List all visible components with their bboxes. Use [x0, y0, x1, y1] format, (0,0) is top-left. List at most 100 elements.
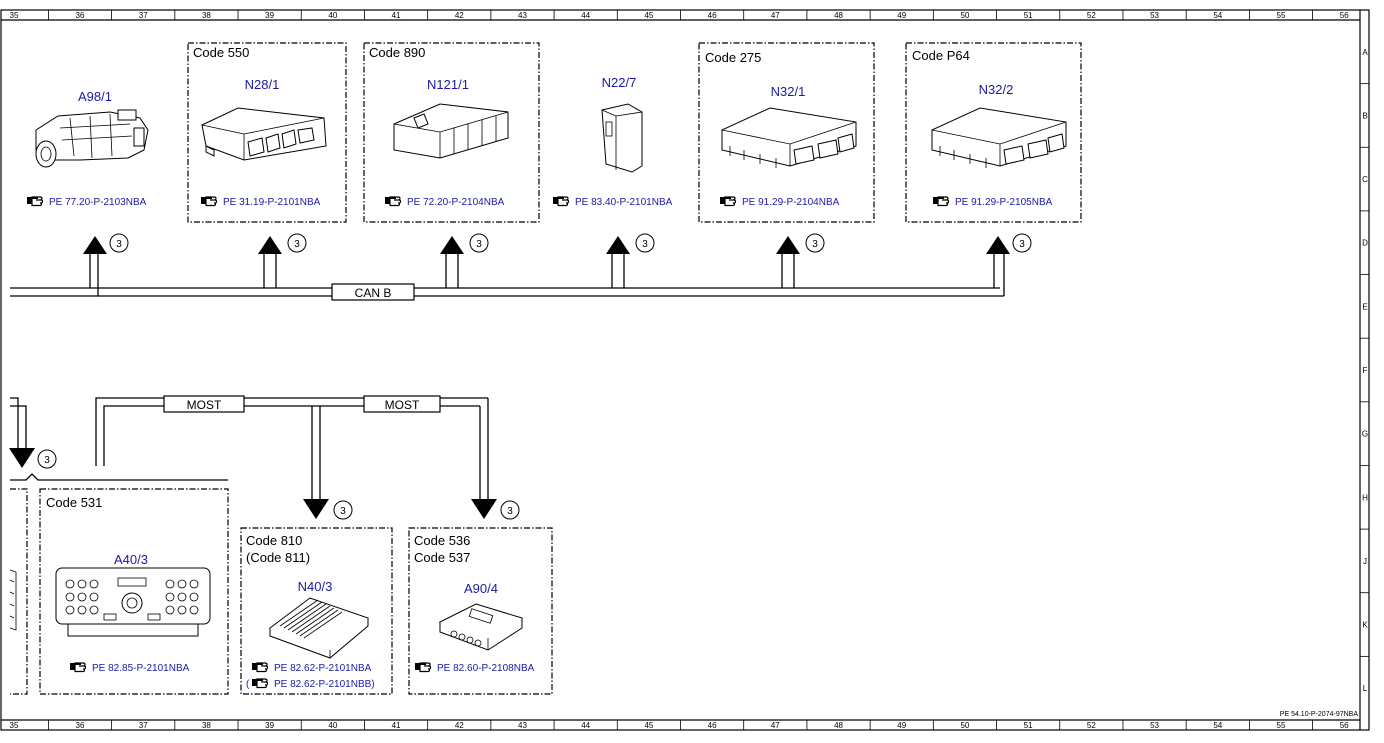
component-id: N121/1: [427, 77, 469, 92]
grid-row-label: F: [1363, 366, 1368, 375]
most-label-box-left: [163, 395, 245, 413]
grid-column-label: 38: [202, 11, 211, 20]
grid-row-label: G: [1362, 430, 1368, 439]
grid-column-label: 35: [10, 721, 19, 730]
grid-column-label: 49: [897, 721, 906, 730]
most-bus: MOST MOST: [9, 395, 497, 519]
connection-number: 3: [507, 506, 513, 517]
connection-number: 3: [44, 455, 50, 466]
grid-column-label: 46: [708, 11, 717, 20]
reference-text: PE 82.62-P-2101NBA: [274, 663, 372, 674]
connection-number: 3: [340, 506, 346, 517]
grid-column-label: 47: [771, 11, 780, 20]
grid-column-label: 50: [960, 721, 969, 730]
grid-column-label: 39: [265, 721, 274, 730]
grid-column-label: 49: [897, 11, 906, 20]
arrow-up-icon: [776, 236, 800, 254]
grid-column-label: 52: [1087, 721, 1096, 730]
grid-column-label: 51: [1024, 721, 1033, 730]
grid-column-label: 45: [644, 11, 653, 20]
grid-column-label: 56: [1340, 721, 1349, 730]
grid-row-label: D: [1362, 239, 1368, 248]
grid-row-label: L: [1363, 684, 1368, 693]
grid-row-label: H: [1362, 493, 1368, 502]
drawing-frame: [0, 9, 1370, 731]
grid-column-label: 53: [1150, 11, 1159, 20]
grid-column-label: 39: [265, 11, 274, 20]
grid-column-label: 40: [328, 11, 337, 20]
code-label: Code 536: [414, 533, 470, 548]
component-id: N28/1: [245, 77, 280, 92]
arrow-down-icon: [9, 448, 35, 468]
connection-number: 3: [116, 239, 122, 250]
can-b-label: CAN B: [355, 286, 392, 300]
code-label: Code 810: [246, 533, 302, 548]
code-label: Code 275: [705, 50, 761, 65]
reference-n22-7: PE 83.40-P-2101NBA: [552, 196, 673, 208]
grid-column-label: 52: [1087, 11, 1096, 20]
document-id: PE 54.10-P-2074-97NBA: [1280, 711, 1359, 718]
grid-column-label: 36: [76, 721, 85, 730]
grid-row-label: K: [1362, 621, 1368, 630]
grid-column-label: 44: [581, 721, 590, 730]
box-partial-left: [10, 488, 28, 695]
device-n40-3: [268, 597, 369, 659]
component-id: N22/7: [602, 75, 637, 90]
reference-n32-1: PE 91.29-P-2104NBA: [719, 196, 840, 208]
device-n32-2: [931, 107, 1067, 168]
arrow-up-icon: [986, 236, 1010, 254]
reference-text: PE 91.29-P-2105NBA: [955, 197, 1053, 208]
component-id: N32/2: [979, 82, 1014, 97]
reference-a90-4: PE 82.60-P-2108NBA: [414, 662, 535, 674]
grid-row-label: B: [1362, 111, 1367, 120]
reference-n28-1: PE 31.19-P-2101NBA: [200, 196, 321, 208]
device-a98-1: [35, 109, 149, 168]
device-partial-left: [9, 569, 17, 631]
component-id: A98/1: [78, 89, 112, 104]
arrow-up-icon: [440, 236, 464, 254]
reference-text: PE 83.40-P-2101NBA: [575, 197, 673, 208]
connection-number: 3: [812, 239, 818, 250]
grid-column-label: 36: [76, 11, 85, 20]
reference-a40-3: PE 82.85-P-2101NBA: [69, 662, 190, 674]
grid-column-label: 56: [1340, 11, 1349, 20]
grid-column-label: 37: [139, 11, 148, 20]
grid-column-label: 55: [1277, 721, 1286, 730]
connection-number: 3: [476, 239, 482, 250]
grid-column-label: 35: [10, 11, 19, 20]
reference-text: PE 31.19-P-2101NBA: [223, 197, 321, 208]
grid-column-label: 47: [771, 721, 780, 730]
reference-a98-1: PE 77.20-P-2103NBA: [26, 196, 147, 208]
reference-text: PE 82.85-P-2101NBA: [92, 663, 190, 674]
grid-column-label: 48: [834, 721, 843, 730]
pointing-hand-icon: [26, 196, 44, 207]
reference-text: PE 72.20-P-2104NBA: [407, 197, 505, 208]
arrow-down-icon: [303, 499, 329, 519]
grid-column-label: 43: [518, 721, 527, 730]
connection-number: 3: [642, 239, 648, 250]
connection-markers: 3 3 3 3 3 3 3 3 3: [37, 233, 1032, 520]
grid-column-label: 43: [518, 11, 527, 20]
reference-n121-1: PE 72.20-P-2104NBA: [384, 196, 505, 208]
arrow-down-icon: [471, 499, 497, 519]
pointing-hand-icon: [552, 196, 570, 207]
reference-n40-3: PE 82.62-P-2101NBA ( PE 82.62-P-2101NBB): [246, 662, 375, 690]
device-n28-1: [201, 107, 327, 161]
arrow-up-icon: [83, 236, 107, 254]
reference-text: PE 82.60-P-2108NBA: [437, 663, 535, 674]
arrow-up-icon: [606, 236, 630, 254]
code-label: Code P64: [912, 48, 970, 63]
grid-column-label: 54: [1213, 721, 1222, 730]
grid-row-label: A: [1362, 48, 1368, 57]
reference-paren: (: [246, 679, 250, 690]
grid-column-label: 37: [139, 721, 148, 730]
component-id: A90/4: [464, 581, 498, 596]
grid-column-label: 50: [960, 11, 969, 20]
device-a40-3: [55, 567, 211, 637]
can-b-label-box: [331, 283, 415, 301]
component-id: A40/3: [114, 552, 148, 567]
grid-row-label: E: [1362, 302, 1367, 311]
device-n32-1: [721, 107, 857, 168]
most-label-right: MOST: [385, 398, 420, 412]
